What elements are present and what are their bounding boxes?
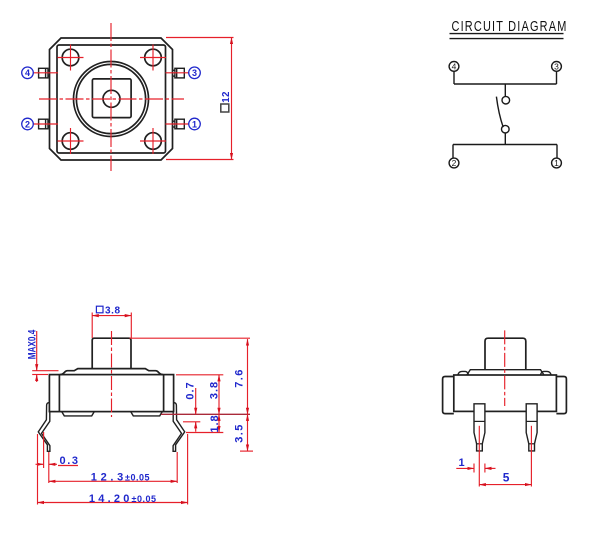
svg-text:2: 2: [25, 119, 30, 129]
svg-text:2: 2: [452, 158, 457, 168]
svg-text:CIRCUIT DIAGRAM: CIRCUIT DIAGRAM: [452, 17, 568, 34]
svg-text:4: 4: [452, 61, 457, 71]
svg-text:3.5: 3.5: [234, 423, 246, 443]
svg-text:3: 3: [192, 68, 197, 78]
svg-text:1: 1: [554, 158, 559, 168]
svg-text:MAX0.4: MAX0.4: [26, 329, 38, 359]
svg-text:±0.05: ±0.05: [125, 473, 150, 483]
svg-text:14.20: 14.20: [89, 493, 129, 505]
svg-text:5: 5: [503, 471, 510, 485]
svg-text:3.8: 3.8: [208, 381, 220, 399]
svg-text:3: 3: [554, 61, 559, 71]
svg-text:0.3: 0.3: [60, 455, 79, 467]
svg-text:±0.05: ±0.05: [132, 494, 157, 504]
svg-text:12: 12: [221, 91, 232, 103]
svg-text:4: 4: [25, 68, 30, 78]
svg-text:1: 1: [192, 119, 197, 129]
svg-text:3.8: 3.8: [105, 305, 121, 316]
svg-text:1.8: 1.8: [209, 414, 221, 432]
svg-text:7.6: 7.6: [234, 368, 246, 388]
svg-text:1: 1: [459, 457, 465, 469]
svg-text:0.7: 0.7: [185, 381, 197, 399]
